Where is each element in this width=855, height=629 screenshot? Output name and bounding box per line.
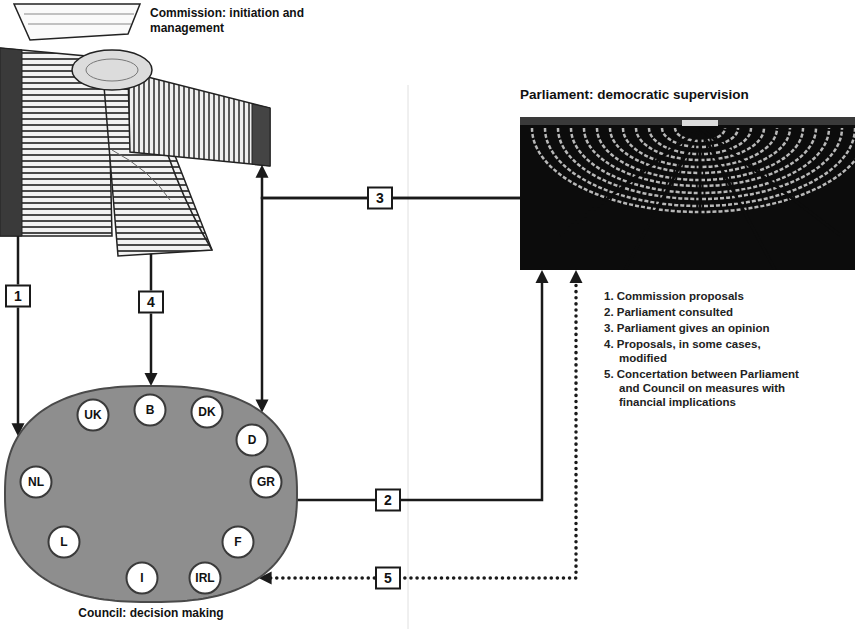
circle-shape (127, 563, 158, 594)
commission-building (0, 4, 270, 256)
arrowhead (536, 270, 549, 283)
heading: Commission: initiation and management (150, 6, 315, 36)
step-number: 3 (367, 187, 393, 210)
connector-line (271, 282, 576, 578)
circle-shape (49, 527, 80, 558)
label-anchor: 4 (138, 291, 164, 314)
circle-shape (251, 467, 282, 498)
ellipse-shape (5, 386, 297, 602)
arrow-connector (145, 254, 158, 386)
arrowhead (570, 270, 583, 283)
member-state-circle: DK (190, 395, 224, 429)
connector-line (17, 236, 20, 424)
country-code: I (140, 571, 143, 585)
member-state-circle: IRL (188, 561, 222, 595)
circle-shape (21, 467, 52, 498)
country-code: B (146, 403, 155, 417)
key-item: 5. Concertation between Parliament and C… (604, 367, 809, 409)
arrowhead (256, 165, 269, 178)
connector-line (297, 282, 542, 500)
country-code: NL (28, 475, 44, 489)
country-code: F (234, 535, 241, 549)
dotted-connector (259, 270, 583, 585)
member-state-circle: NL (19, 465, 53, 499)
label-anchor: 1 (5, 285, 31, 308)
institution-region: Commission: initiation and management (0, 0, 275, 258)
arrow-connector (256, 198, 521, 412)
step-number: 5 (375, 567, 401, 590)
institution-region: Parliament: democratic supervision (520, 86, 855, 270)
member-state-circle: L (47, 525, 81, 559)
country-code: D (248, 433, 257, 447)
member-state-circle: F (221, 525, 255, 559)
step-number: 2 (375, 489, 401, 512)
country-code: DK (198, 405, 215, 419)
country-code: UK (84, 408, 101, 422)
country-code: L (60, 535, 67, 549)
circle-shape (190, 563, 221, 594)
circle-shape (223, 527, 254, 558)
member-state-circle: D (235, 423, 269, 457)
arrow-connector (297, 270, 549, 500)
label-anchor: 3 (367, 187, 393, 210)
connector-line (150, 254, 153, 374)
circle-shape (237, 425, 268, 456)
country-code: IRL (195, 571, 214, 585)
step-key: 1. Commission proposals 2. Parliament con… (604, 289, 809, 411)
label-anchor: 5 (375, 567, 401, 590)
circle-shape (135, 395, 166, 426)
heading: Parliament: democratic supervision (520, 87, 855, 103)
member-state-circle: UK (76, 398, 110, 432)
key-item: 2. Parliament consulted (604, 305, 809, 319)
key-item: 4. Proposals, in some cases, modified (604, 337, 809, 365)
step-number: 4 (138, 291, 164, 314)
circle-shape (78, 400, 109, 431)
arrow-connector (12, 236, 25, 436)
parliament-photo (520, 117, 855, 270)
arrowhead (145, 373, 158, 386)
member-state-circle: GR (249, 465, 283, 499)
connector-line (262, 198, 520, 400)
member-state-circle: I (125, 561, 159, 595)
member-state-circle: B (133, 393, 167, 427)
step-number: 1 (5, 285, 31, 308)
country-code: GR (257, 475, 275, 489)
council-ellipse: Council: decision makingUKBDKDNLGRLFIIRL (4, 385, 298, 625)
key-item: 1. Commission proposals (604, 289, 809, 303)
label-anchor: 2 (375, 489, 401, 512)
page-fold (408, 85, 409, 629)
circle-shape (192, 397, 223, 428)
key-item: 3. Parliament gives an opinion (604, 321, 809, 335)
